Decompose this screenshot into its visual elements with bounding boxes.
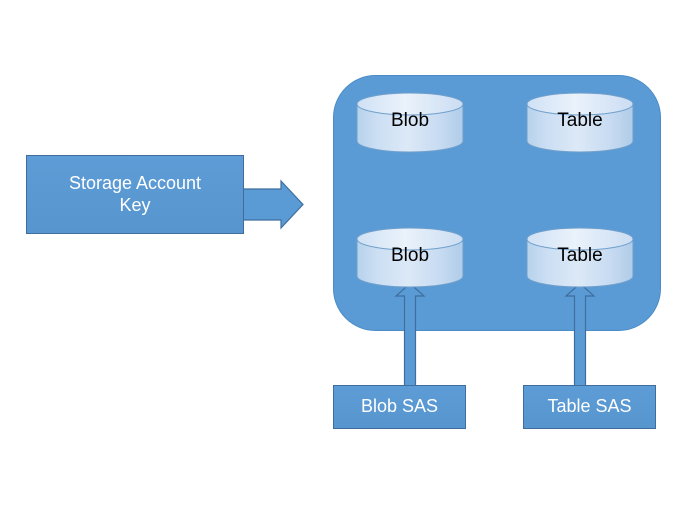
storage-account-key-label-line2: Key (119, 194, 151, 215)
blob-sas-node[interactable]: Blob SAS (333, 385, 466, 429)
service-cylinder-table-top[interactable]: Table (527, 93, 633, 149)
storage-account-key-node[interactable]: Storage Account Key (26, 155, 244, 234)
blob-sas-box-shape (333, 385, 466, 429)
storage-account-key-label: Storage Account Key (26, 155, 244, 234)
cylinder-shape-blob-bottom (356, 227, 464, 288)
blob-sas-arrow[interactable] (396, 282, 425, 388)
table-sas-node[interactable]: Table SAS (523, 385, 656, 429)
key-to-container-arrow[interactable] (243, 188, 340, 222)
cylinder-shape-table-top (526, 92, 634, 153)
table-sas-label: Table SAS (547, 396, 632, 417)
service-cylinder-label: Table (557, 244, 603, 266)
service-cylinder-blob-bottom[interactable]: Blob (357, 228, 463, 284)
key-to-container-arrow-shape (242, 179, 304, 230)
service-cylinder-label: Table (557, 109, 603, 131)
service-cylinder-label: Blob (390, 109, 430, 131)
storage-account-key-box-shape (26, 155, 244, 234)
storage-account-key-label-line1: Storage Account (68, 173, 202, 194)
table-sas-arrow-shape (564, 282, 596, 389)
service-cylinder-blob-top[interactable]: Blob (357, 93, 463, 149)
cylinder-shape-blob-top (356, 92, 464, 153)
service-cylinder-label: Blob (390, 244, 430, 266)
table-sas-arrow[interactable] (576, 282, 605, 388)
table-sas-box-shape (523, 385, 656, 429)
service-cylinder-table-bottom[interactable]: Table (527, 228, 633, 284)
blob-sas-arrow-shape (394, 282, 426, 389)
blob-sas-label: Blob SAS (360, 396, 439, 417)
cylinder-shape-table-bottom (526, 227, 634, 288)
